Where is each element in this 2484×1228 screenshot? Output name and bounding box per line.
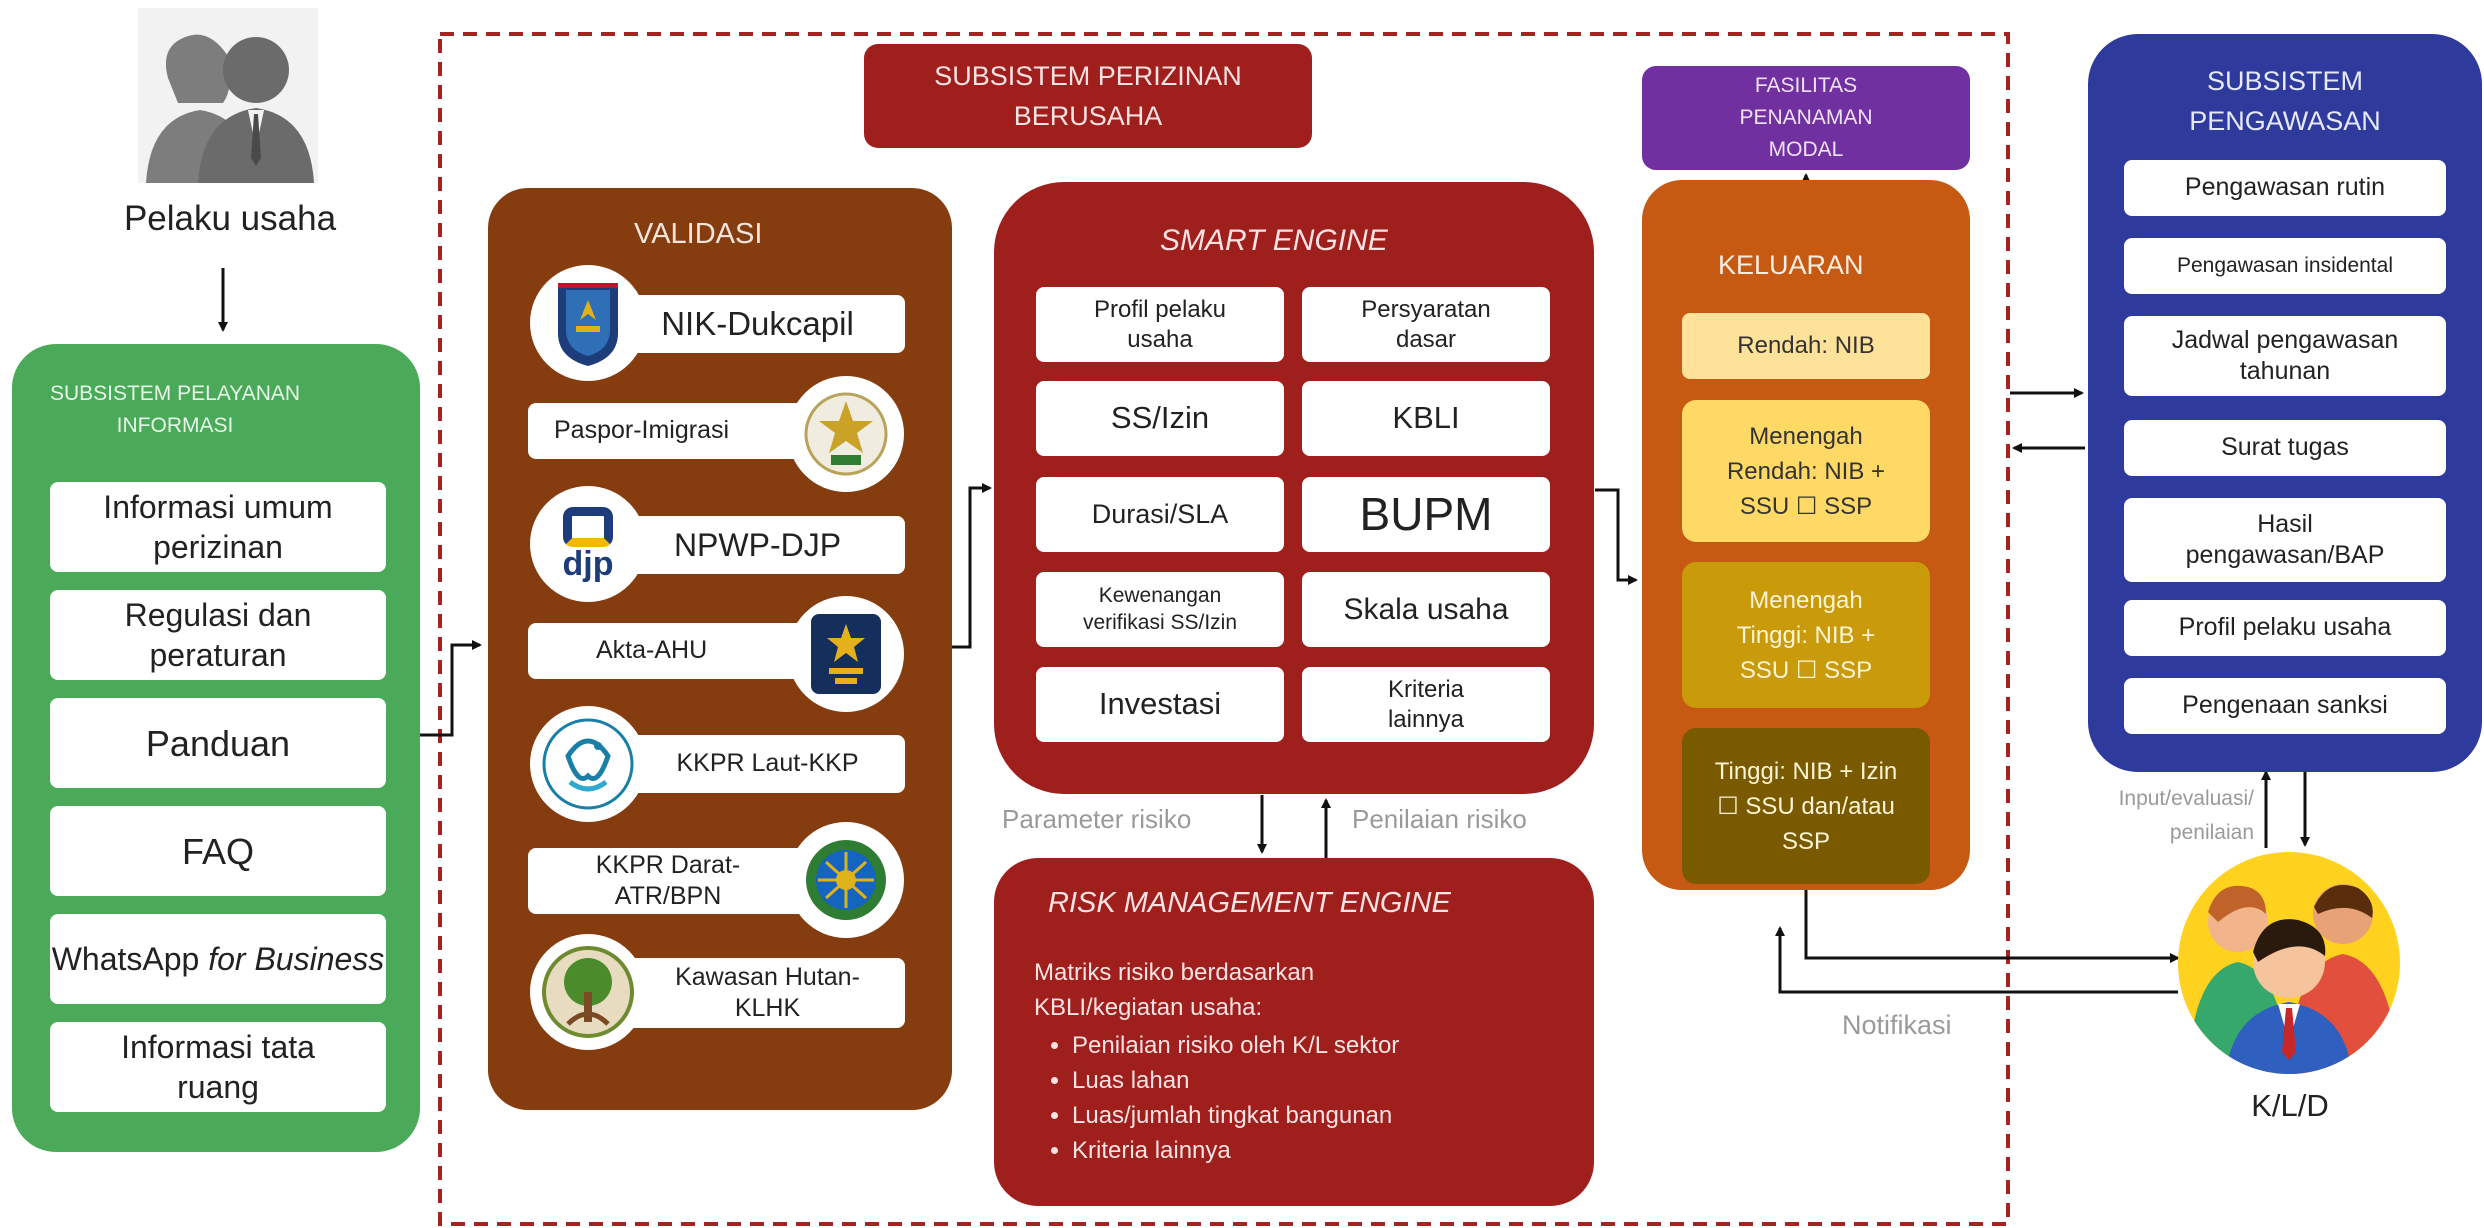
arrow-keluaran-to-kld — [1804, 890, 2180, 963]
pelayanan-item-faq[interactable]: FAQ — [50, 806, 386, 896]
smart-item-durasi-sla[interactable]: Durasi/SLA — [1036, 477, 1284, 552]
smart-item-profil-pelaku[interactable]: Profil pelaku usaha — [1036, 287, 1284, 362]
risk-engine-panel — [994, 858, 1594, 1206]
klhk-logo-icon — [530, 934, 646, 1050]
pelaku-usaha-label: Pelaku usaha — [123, 199, 337, 238]
pelayanan-item-informasi-umum[interactable]: Informasi umum perizinan — [50, 482, 386, 572]
keluaran-item-rendah[interactable]: Rendah: NIB — [1682, 313, 1930, 379]
atr-bpn-logo-icon — [788, 822, 904, 938]
pengawasan-item-profil[interactable]: Profil pelaku usaha — [2124, 600, 2446, 656]
risk-bullet: Kriteria lainnya — [1072, 1133, 1572, 1168]
keluaran-item-menengah-tinggi[interactable]: Menengah Tinggi: NIB + SSU ☐ SSP — [1682, 562, 1930, 708]
pengawasan-item-rutin[interactable]: Pengawasan rutin — [2124, 160, 2446, 216]
pelaku-usaha-icon — [138, 8, 318, 183]
kld-label: K/L/D — [2251, 1088, 2329, 1123]
pengawasan-item-surat-tugas[interactable]: Surat tugas — [2124, 420, 2446, 476]
pengawasan-title: SUBSISTEM PENGAWASAN — [2189, 66, 2381, 136]
pelayanan-item-tata-ruang[interactable]: Informasi tata ruang — [50, 1022, 386, 1112]
perizinan-dashed-frame — [438, 32, 2010, 1226]
smart-item-ss-izin[interactable]: SS/Izin — [1036, 381, 1284, 456]
kld-people-icon — [2178, 852, 2400, 1074]
input-evaluasi-label: Input/evaluasi/ penilaian — [2118, 787, 2254, 844]
fasilitas-box[interactable]: FASILITAS PENANAMAN MODAL — [1642, 66, 1970, 170]
notifikasi-label: Notifikasi — [1842, 1010, 1952, 1040]
smart-item-bupm[interactable]: BUPM — [1302, 477, 1550, 552]
pengawasan-item-insidental[interactable]: Pengawasan insidental — [2124, 238, 2446, 294]
smart-item-skala-usaha[interactable]: Skala usaha — [1302, 572, 1550, 647]
smart-item-kewenangan[interactable]: Kewenangan verifikasi SS/Izin — [1036, 572, 1284, 647]
pengawasan-item-hasil-bap[interactable]: Hasil pengawasan/BAP — [2124, 498, 2446, 582]
keluaran-item-menengah-rendah[interactable]: Menengah Rendah: NIB + SSU ☐ SSP — [1682, 400, 1930, 542]
pelayanan-title: SUBSISTEM PELAYANAN INFORMASI — [49, 382, 301, 437]
keluaran-title: KELUARAN — [1718, 250, 1864, 280]
pelayanan-item-panduan[interactable]: Panduan — [50, 698, 386, 788]
pengawasan-panel — [2088, 34, 2482, 772]
pengawasan-item-jadwal[interactable]: Jadwal pengawasan tahunan — [2124, 316, 2446, 396]
djp-logo-icon: djp — [530, 486, 646, 602]
smart-engine-title: SMART ENGINE — [1160, 224, 1388, 257]
smart-item-kbli[interactable]: KBLI — [1302, 381, 1550, 456]
risk-bullet: Penilaian risiko oleh K/L sektor — [1072, 1028, 1572, 1063]
pelayanan-item-regulasi[interactable]: Regulasi dan peraturan — [50, 590, 386, 680]
risk-bullet-list: Penilaian risiko oleh K/L sektor Luas la… — [1032, 1028, 1572, 1168]
arrow-kld-to-keluaran — [1775, 926, 2178, 994]
perizinan-title: SUBSISTEM PERIZINAN BERUSAHA — [864, 44, 1312, 148]
smart-item-kriteria-lainnya[interactable]: Kriteria lainnya — [1302, 667, 1550, 742]
risk-bullet: Luas lahan — [1072, 1063, 1572, 1098]
pelayanan-item-whatsapp[interactable]: WhatsApp for Business — [50, 914, 386, 1004]
penilaian-risiko-label: Penilaian risiko — [1352, 804, 1527, 834]
parameter-risiko-label: Parameter risiko — [1002, 804, 1192, 834]
kkp-logo-icon — [530, 706, 646, 822]
ahu-logo-icon — [788, 596, 904, 712]
smart-item-investasi[interactable]: Investasi — [1036, 667, 1284, 742]
validasi-title: VALIDASI — [634, 218, 763, 250]
whatsapp-label: WhatsApp — [51, 941, 200, 977]
imigrasi-logo-icon — [788, 376, 904, 492]
risk-engine-intro: Matriks risiko berdasarkan KBLI/kegiatan… — [1034, 959, 1315, 1021]
pengawasan-item-sanksi[interactable]: Pengenaan sanksi — [2124, 678, 2446, 734]
arrow-validasi-to-smart — [948, 483, 992, 649]
dukcapil-logo-icon — [530, 265, 646, 381]
whatsapp-italic-label: for Business — [208, 941, 385, 977]
risk-bullet: Luas/jumlah tingkat bangunan — [1072, 1098, 1572, 1133]
keluaran-item-tinggi[interactable]: Tinggi: NIB + Izin ☐ SSU dan/atau SSP — [1682, 728, 1930, 884]
smart-item-persyaratan-dasar[interactable]: Persyaratan dasar — [1302, 287, 1550, 362]
djp-logo-text: djp — [562, 545, 614, 583]
arrow-pelayanan-to-validasi — [420, 640, 482, 737]
arrow-smart-to-keluaran — [1595, 488, 1638, 585]
risk-engine-title: RISK MANAGEMENT ENGINE — [1048, 887, 1451, 919]
